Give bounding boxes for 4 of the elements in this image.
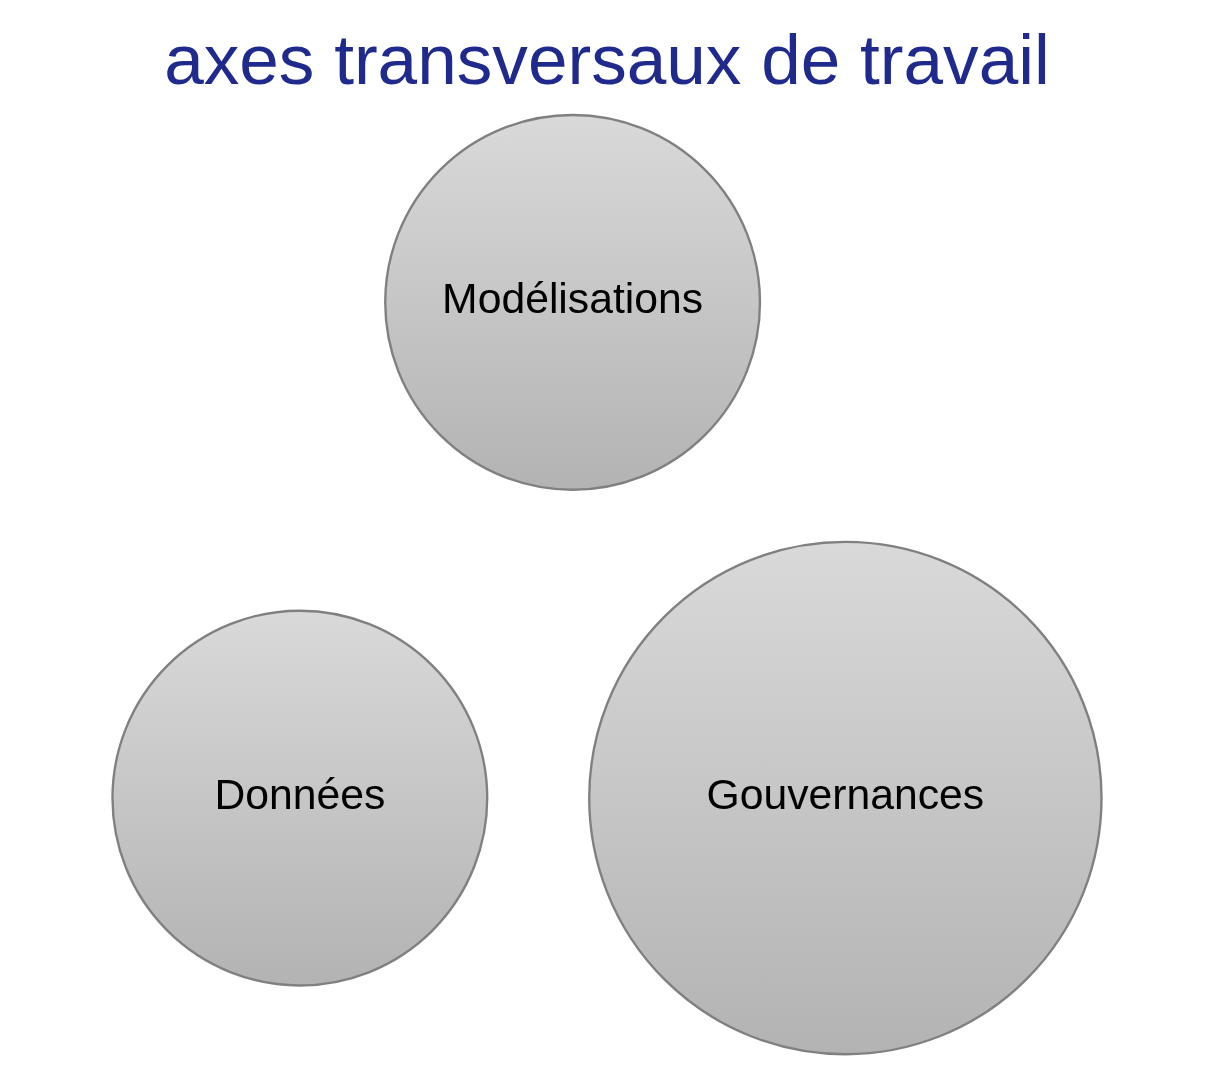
node-circle: Données [111, 609, 489, 987]
node-circle: Modélisations [384, 113, 762, 491]
diagram-title: axes transversaux de travail [164, 20, 1050, 100]
node-circle: Gouvernances [588, 540, 1103, 1056]
